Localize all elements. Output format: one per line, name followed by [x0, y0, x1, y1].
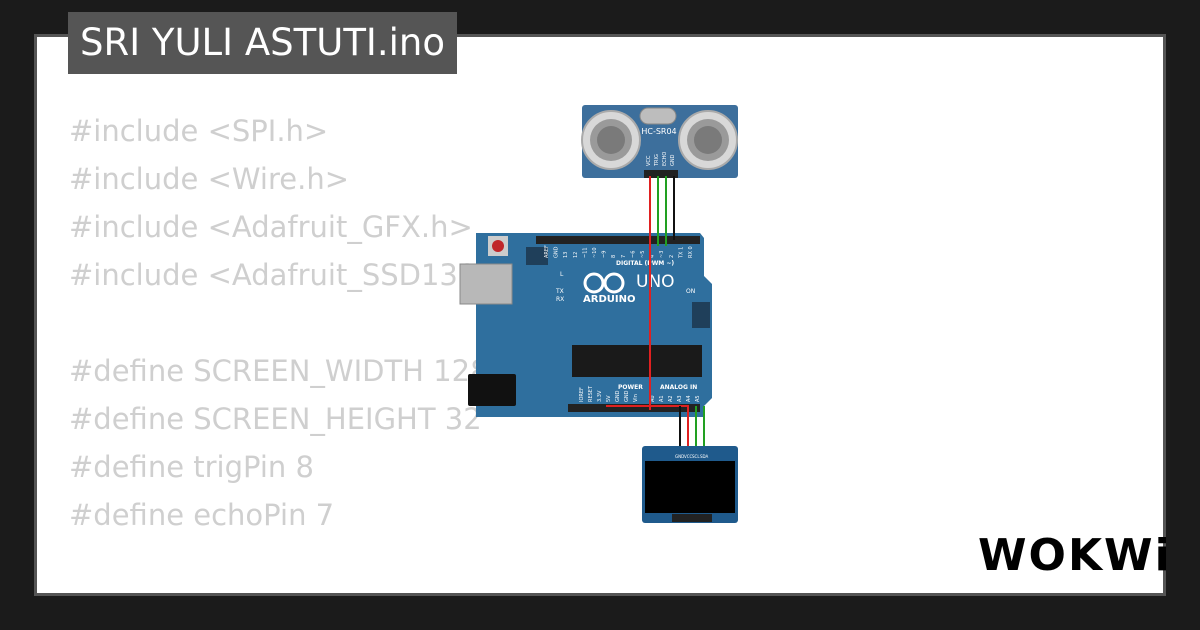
code-line: #include <Wire.h> [69, 162, 350, 196]
arduino-logo-icon [583, 272, 625, 294]
led-label: RX [556, 296, 564, 303]
sensor-pin-label: TRIG [654, 154, 660, 167]
power-jack-icon [468, 374, 516, 406]
code-line: #define SCREEN_WIDTH 128 [69, 354, 489, 388]
usb-port-icon [459, 263, 513, 305]
code-preview: #include <SPI.h> #include <Wire.h> #incl… [69, 107, 547, 593]
wokwi-logo: WOKWi [978, 530, 1172, 581]
power-analog-pin-label: GND [615, 390, 621, 402]
power-analog-pin-label: A4 [686, 395, 692, 402]
power-analog-pin-label: IOREF [579, 387, 585, 402]
sensor-pin-label: GND [670, 154, 676, 166]
digital-header [536, 236, 700, 244]
oled-screen [645, 461, 735, 513]
oled-pin-label: VCC [684, 454, 693, 459]
code-line: #define SCREEN_HEIGHT 32 [69, 402, 482, 436]
code-line: #include <Adafruit_GFX.h> [69, 210, 473, 244]
power-analog-pin-label: A1 [659, 395, 665, 402]
digital-pin-label: ~9 [602, 251, 608, 258]
oled-pin-label: GND [675, 454, 684, 459]
analog-label: ANALOG IN [660, 384, 697, 391]
analog-power-header [568, 404, 700, 412]
power-analog-pin-label: GND [624, 390, 630, 402]
power-analog-pin-label: Vin [633, 394, 639, 402]
power-analog-pin-label: A5 [695, 395, 701, 402]
digital-pin-label: ~3 [659, 251, 665, 258]
digital-pin-label: GND [554, 246, 560, 258]
power-analog-pin-label: A2 [668, 395, 674, 402]
oled-pin-label: SCL [692, 454, 700, 459]
digital-pin-label: 12 [573, 252, 579, 258]
sensor-pin-label: VCC [646, 155, 652, 166]
power-analog-pin-label: A0 [650, 395, 656, 402]
digital-pin-label: 2 [669, 255, 675, 258]
code-line: #define echoPin 7 [69, 498, 335, 532]
hc-sr04-sensor: HC-SR04 VCC TRIG ECHO GND [581, 105, 738, 178]
power-analog-pin-label: 3.3V [597, 390, 603, 402]
digital-pin-label: 4 [650, 255, 656, 258]
arduino-brand: ARDUINO [583, 294, 635, 305]
arduino-uno-board: DIGITAL (PWM ~) POWER ANALOG IN L TX RX … [459, 233, 712, 417]
digital-pin-label: ~6 [630, 251, 636, 258]
code-line: #include <SPI.h> [69, 114, 329, 148]
wire-oled-vcc [606, 405, 689, 452]
power-label: POWER [618, 384, 643, 391]
wires [606, 176, 705, 452]
arduino-model: UNO [636, 272, 675, 292]
power-analog-pin-label: 5V [606, 395, 612, 402]
digital-pin-label: 13 [563, 252, 569, 258]
digital-pin-label: AREF [544, 245, 550, 258]
power-analog-pin-label: A3 [677, 395, 683, 402]
sensor-pin-label: ECHO [662, 152, 668, 166]
digital-pin-label: ~10 [592, 247, 598, 258]
code-line: #define trigPin 8 [69, 450, 314, 484]
digital-pin-label: ~5 [640, 251, 646, 258]
digital-label: DIGITAL (PWM ~) [616, 260, 674, 267]
oled-display: GND VCC SCL SDA [642, 446, 738, 523]
digital-pin-label: 8 [611, 255, 617, 258]
microcontroller-chip [572, 345, 702, 377]
digital-pin-label: TX 1 [678, 247, 684, 259]
led-label: L [560, 271, 564, 278]
sensor-label: HC-SR04 [641, 127, 676, 136]
reset-button-icon [492, 240, 504, 252]
led-label: TX [555, 288, 564, 295]
oled-pin-label: SDA [700, 454, 709, 459]
power-analog-pin-label: RESET [588, 385, 594, 402]
digital-pin-label: 7 [621, 255, 627, 258]
project-title: SRI YULI ASTUTI.ino [68, 12, 457, 74]
digital-pin-label: RX 0 [688, 246, 694, 258]
digital-pin-label: ~11 [582, 247, 588, 258]
on-label: ON [686, 288, 695, 295]
